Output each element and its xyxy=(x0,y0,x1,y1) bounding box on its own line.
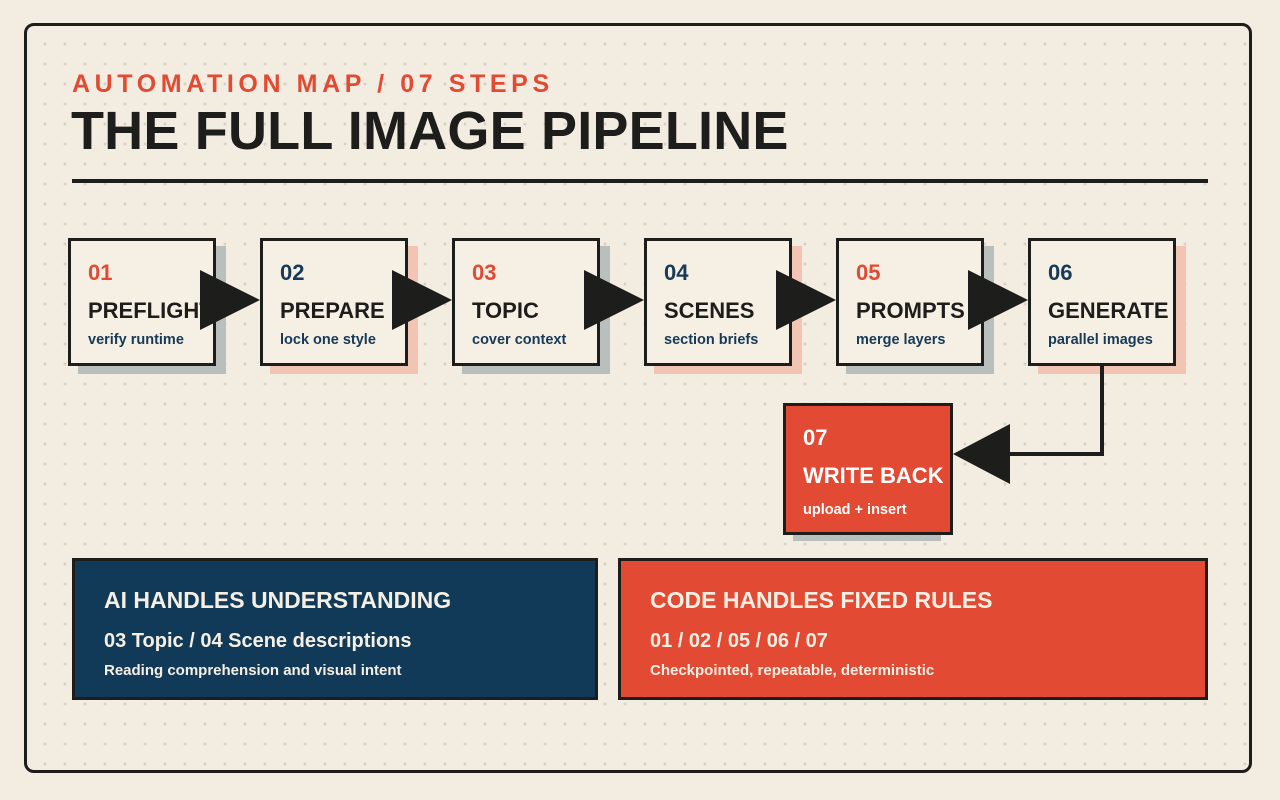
page-title: THE FULL IMAGE PIPELINE xyxy=(71,101,789,161)
code-panel: CODE HANDLES FIXED RULES 01 / 02 / 05 / … xyxy=(618,558,1208,700)
step-number: 01 xyxy=(88,260,113,285)
step-number: 05 xyxy=(856,260,881,285)
step-name: WRITE BACK xyxy=(803,463,944,488)
step-number: 03 xyxy=(472,260,497,285)
panel-main-text: 01 / 02 / 05 / 06 / 07 xyxy=(650,630,828,652)
step-number: 07 xyxy=(803,425,828,450)
step-name: SCENES xyxy=(664,298,755,323)
step-description: section briefs xyxy=(664,332,759,348)
panel-sub-text: Checkpointed, repeatable, deterministic xyxy=(650,662,935,679)
step-number: 04 xyxy=(664,260,689,285)
step-card-generate: 06 GENERATE parallel images xyxy=(1028,238,1176,366)
step-card-topic: 03 TOPIC cover context xyxy=(452,238,600,366)
panel-sub-text: Reading comprehension and visual intent xyxy=(104,662,402,679)
step-description: verify runtime xyxy=(88,332,184,348)
step-card-prepare: 02 PREPARE lock one style xyxy=(260,238,408,366)
step-name: PREFLIGHT xyxy=(88,298,213,323)
panel-heading: AI HANDLES UNDERSTANDING xyxy=(104,587,452,613)
step-card-prompts: 05 PROMPTS merge layers xyxy=(836,238,984,366)
panel-main-text: 03 Topic / 04 Scene descriptions xyxy=(104,630,412,652)
panel-heading: CODE HANDLES FIXED RULES xyxy=(650,587,993,613)
step-name: PROMPTS xyxy=(856,298,965,323)
step-card-scenes: 04 SCENES section briefs xyxy=(644,238,792,366)
step-number: 02 xyxy=(280,260,305,285)
step-card-preflight: 01 PREFLIGHT verify runtime xyxy=(68,238,216,366)
step-number: 06 xyxy=(1048,260,1073,285)
step-card-write-back: 07 WRITE BACK upload + insert xyxy=(783,403,953,535)
step-name: GENERATE xyxy=(1048,298,1169,323)
step-description: merge layers xyxy=(856,332,946,348)
kicker-label: AUTOMATION MAP / 07 STEPS xyxy=(72,70,554,98)
step-name: PREPARE xyxy=(280,298,385,323)
step-description: upload + insert xyxy=(803,502,907,518)
step-name: TOPIC xyxy=(472,298,539,323)
step-description: cover context xyxy=(472,332,567,348)
title-divider xyxy=(72,179,1208,183)
ai-panel: AI HANDLES UNDERSTANDING 03 Topic / 04 S… xyxy=(72,558,598,700)
step-description: lock one style xyxy=(280,332,376,348)
step-description: parallel images xyxy=(1048,332,1153,348)
